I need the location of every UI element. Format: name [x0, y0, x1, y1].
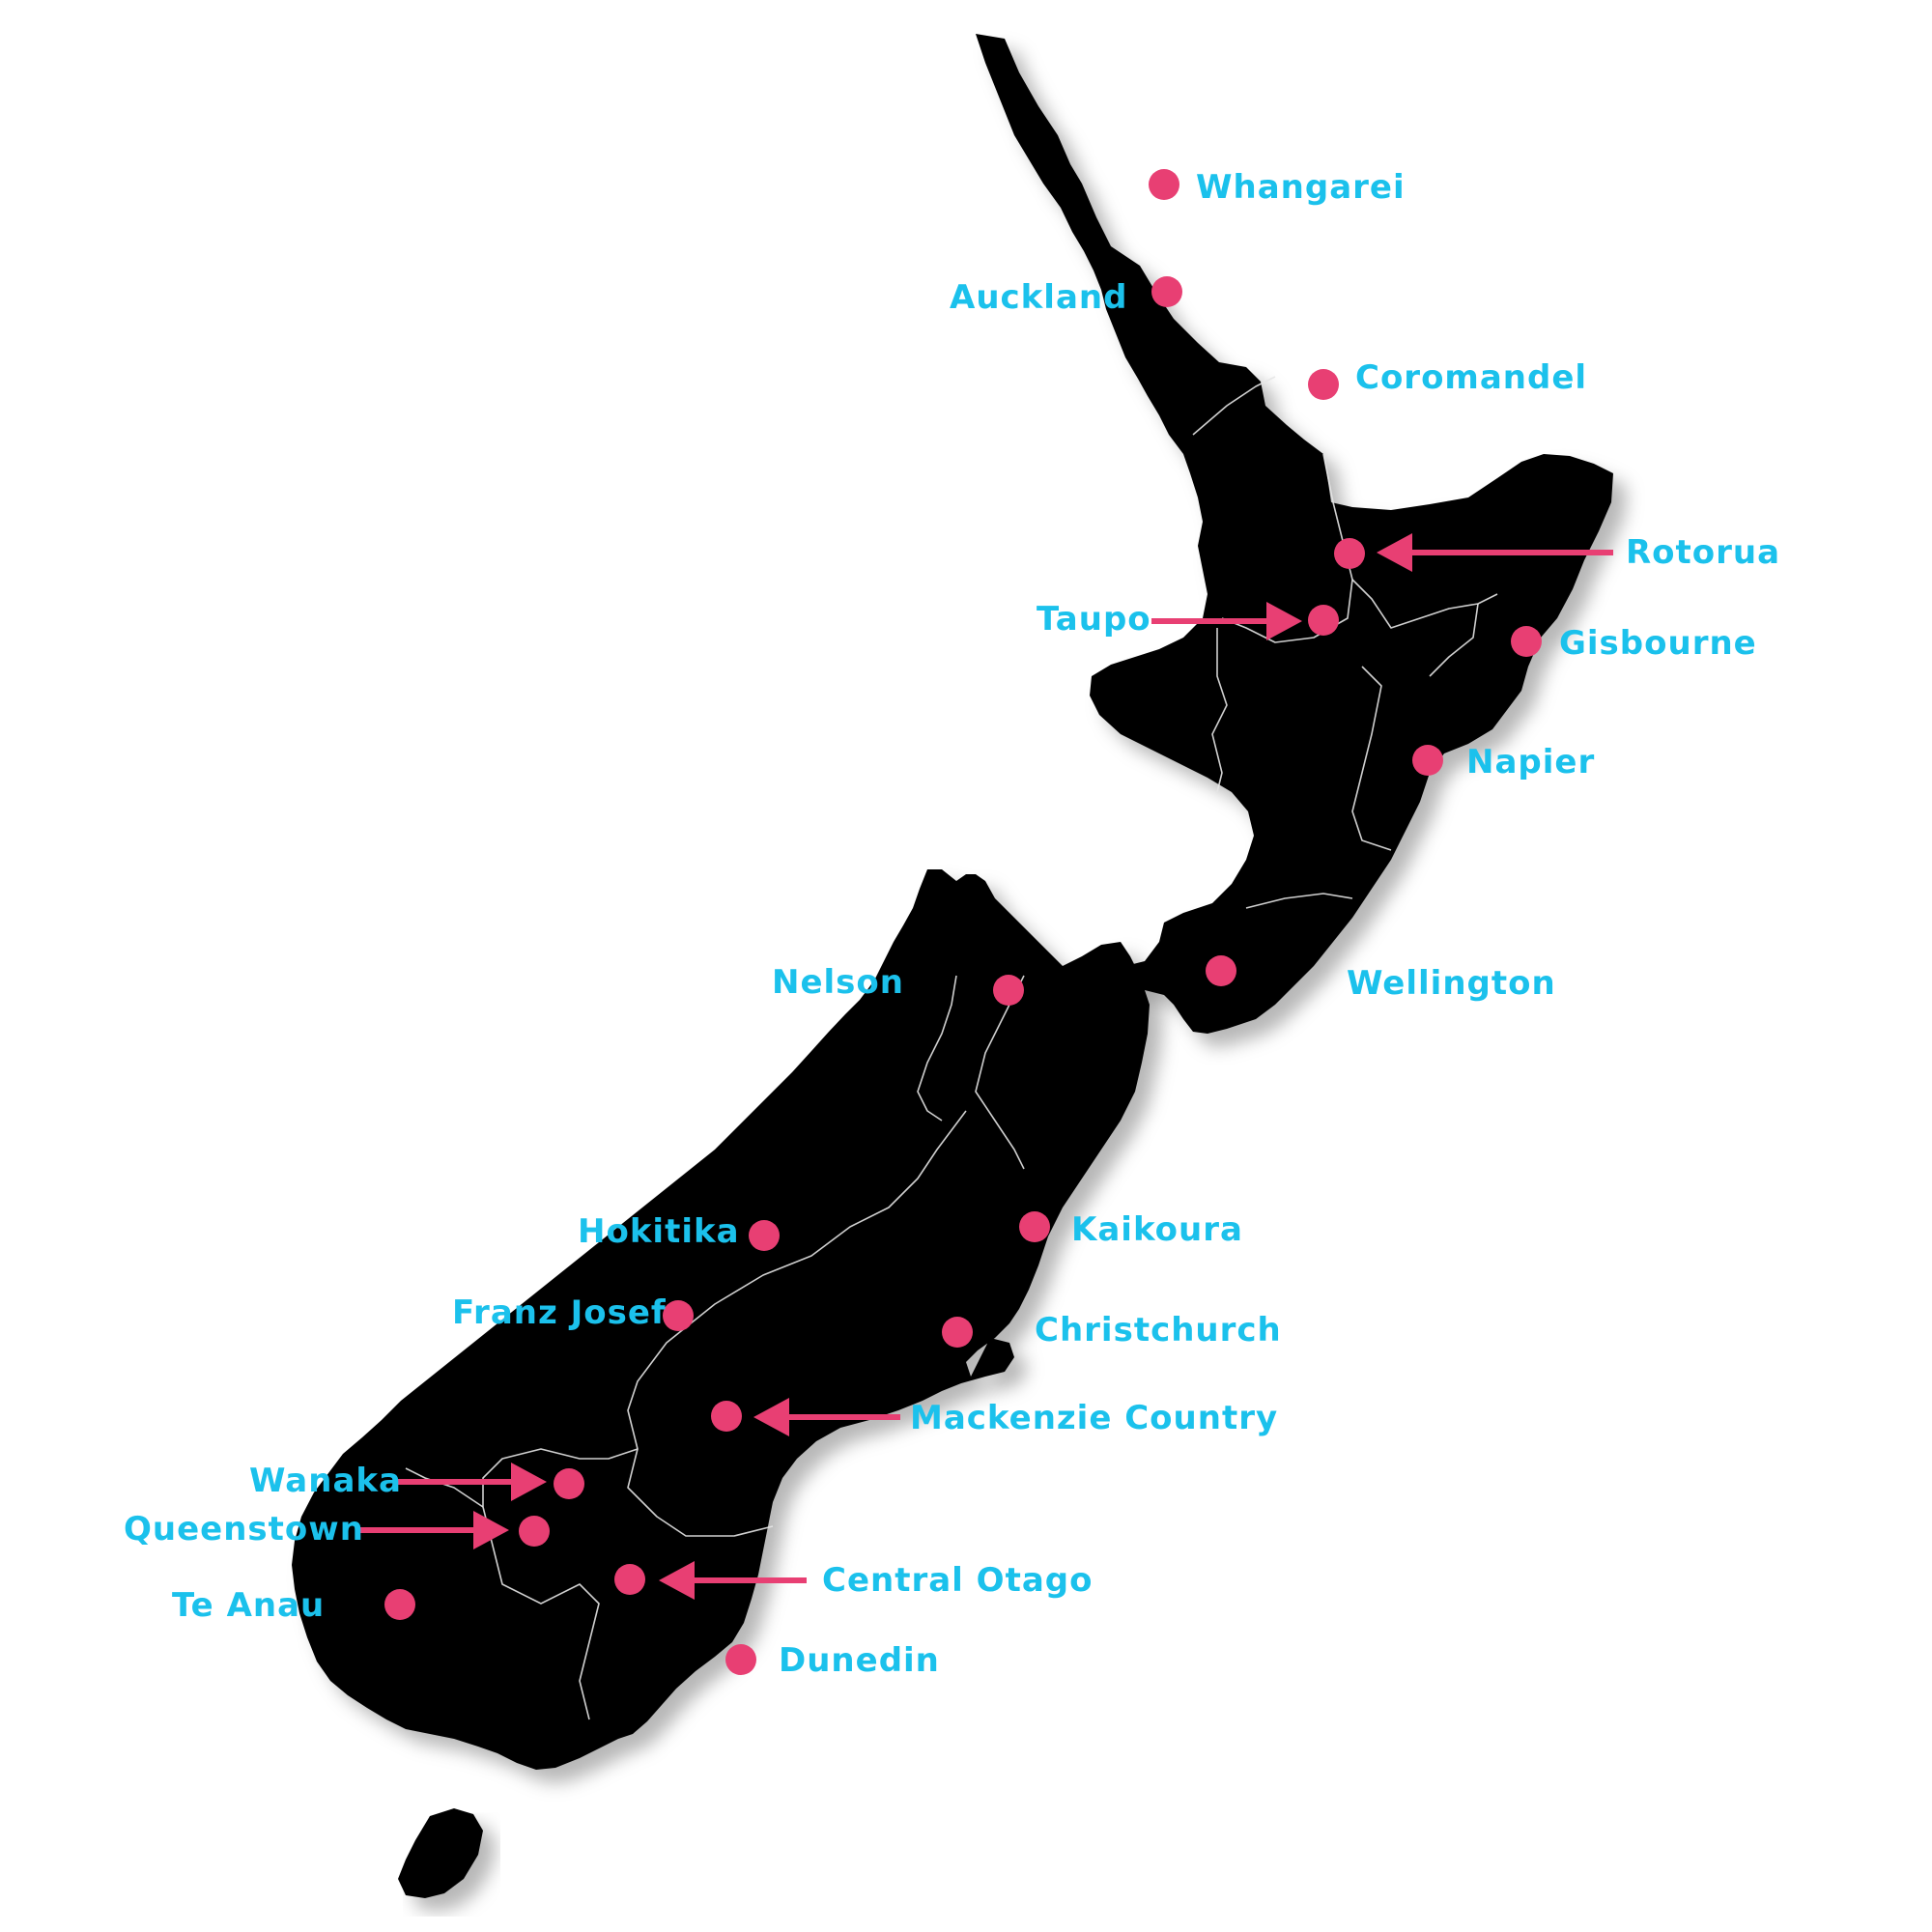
- label-wellington[interactable]: Wellington: [1347, 964, 1556, 1003]
- region-boundary-northland: [1192, 376, 1276, 436]
- label-central-otago[interactable]: Central Otago: [822, 1561, 1093, 1600]
- arrow-mackenzie: [753, 1398, 900, 1436]
- marker-coromandel[interactable]: [1308, 369, 1339, 400]
- marker-dunedin[interactable]: [725, 1644, 756, 1675]
- marker-christchurch[interactable]: [942, 1317, 973, 1348]
- marker-wanaka[interactable]: [554, 1468, 584, 1499]
- arrow-taupo: [1151, 602, 1302, 640]
- label-rotorua[interactable]: Rotorua: [1626, 533, 1780, 572]
- region-boundary-tasman: [917, 975, 957, 1122]
- marker-auckland[interactable]: [1151, 276, 1182, 307]
- region-boundary-wellington: [1245, 893, 1353, 909]
- arrow-wanaka: [396, 1463, 547, 1501]
- marker-queenstown[interactable]: [519, 1516, 550, 1547]
- label-whangarei[interactable]: Whangarei: [1196, 168, 1406, 207]
- marker-whangarei[interactable]: [1149, 169, 1179, 200]
- marker-franz-josef[interactable]: [663, 1300, 694, 1331]
- label-auckland[interactable]: Auckland: [950, 278, 1127, 317]
- label-taupo[interactable]: Taupo: [1037, 600, 1151, 639]
- label-nelson[interactable]: Nelson: [772, 963, 904, 1002]
- marker-nelson[interactable]: [993, 975, 1024, 1006]
- region-boundary-waikato: [1221, 453, 1353, 643]
- label-te-anau[interactable]: Te Anau: [172, 1586, 325, 1625]
- label-wanaka[interactable]: Wanaka: [249, 1462, 402, 1500]
- marker-gisbourne[interactable]: [1511, 626, 1542, 657]
- north-island: [976, 34, 1613, 1034]
- label-dunedin[interactable]: Dunedin: [779, 1641, 940, 1680]
- marker-napier[interactable]: [1412, 745, 1443, 776]
- label-kaikoura[interactable]: Kaikoura: [1071, 1210, 1243, 1249]
- region-boundary-marlborough: [975, 975, 1025, 1170]
- marker-central-otago[interactable]: [614, 1564, 645, 1595]
- label-franz-josef[interactable]: Franz Josef: [452, 1293, 667, 1332]
- marker-taupo[interactable]: [1308, 605, 1339, 636]
- label-coromandel[interactable]: Coromandel: [1355, 358, 1587, 397]
- label-queenstown[interactable]: Queenstown: [124, 1510, 364, 1548]
- label-hokitika[interactable]: Hokitika: [578, 1212, 740, 1251]
- south-island: [292, 869, 1150, 1770]
- label-napier[interactable]: Napier: [1466, 743, 1595, 781]
- arrow-rotorua: [1377, 533, 1613, 572]
- marker-te-anau[interactable]: [384, 1589, 415, 1620]
- marker-rotorua[interactable]: [1334, 538, 1365, 569]
- region-boundary-manawatu: [1211, 628, 1228, 793]
- marker-mackenzie-country[interactable]: [711, 1401, 742, 1432]
- stewart-island: [398, 1808, 483, 1898]
- label-mackenzie-country[interactable]: Mackenzie Country: [910, 1399, 1278, 1437]
- region-boundary-canterbury: [627, 1110, 967, 1537]
- arrow-queenstown: [357, 1511, 509, 1549]
- arrow-central-otago: [659, 1561, 807, 1600]
- region-boundary-hawkes-bay: [1351, 666, 1392, 851]
- region-boundary-otago: [482, 1448, 639, 1720]
- label-christchurch[interactable]: Christchurch: [1035, 1311, 1282, 1350]
- label-gisbourne[interactable]: Gisbourne: [1559, 624, 1757, 663]
- marker-kaikoura[interactable]: [1019, 1211, 1050, 1242]
- marker-hokitika[interactable]: [749, 1220, 780, 1251]
- region-boundary-gisborne: [1429, 603, 1479, 677]
- marker-wellington[interactable]: [1206, 955, 1236, 986]
